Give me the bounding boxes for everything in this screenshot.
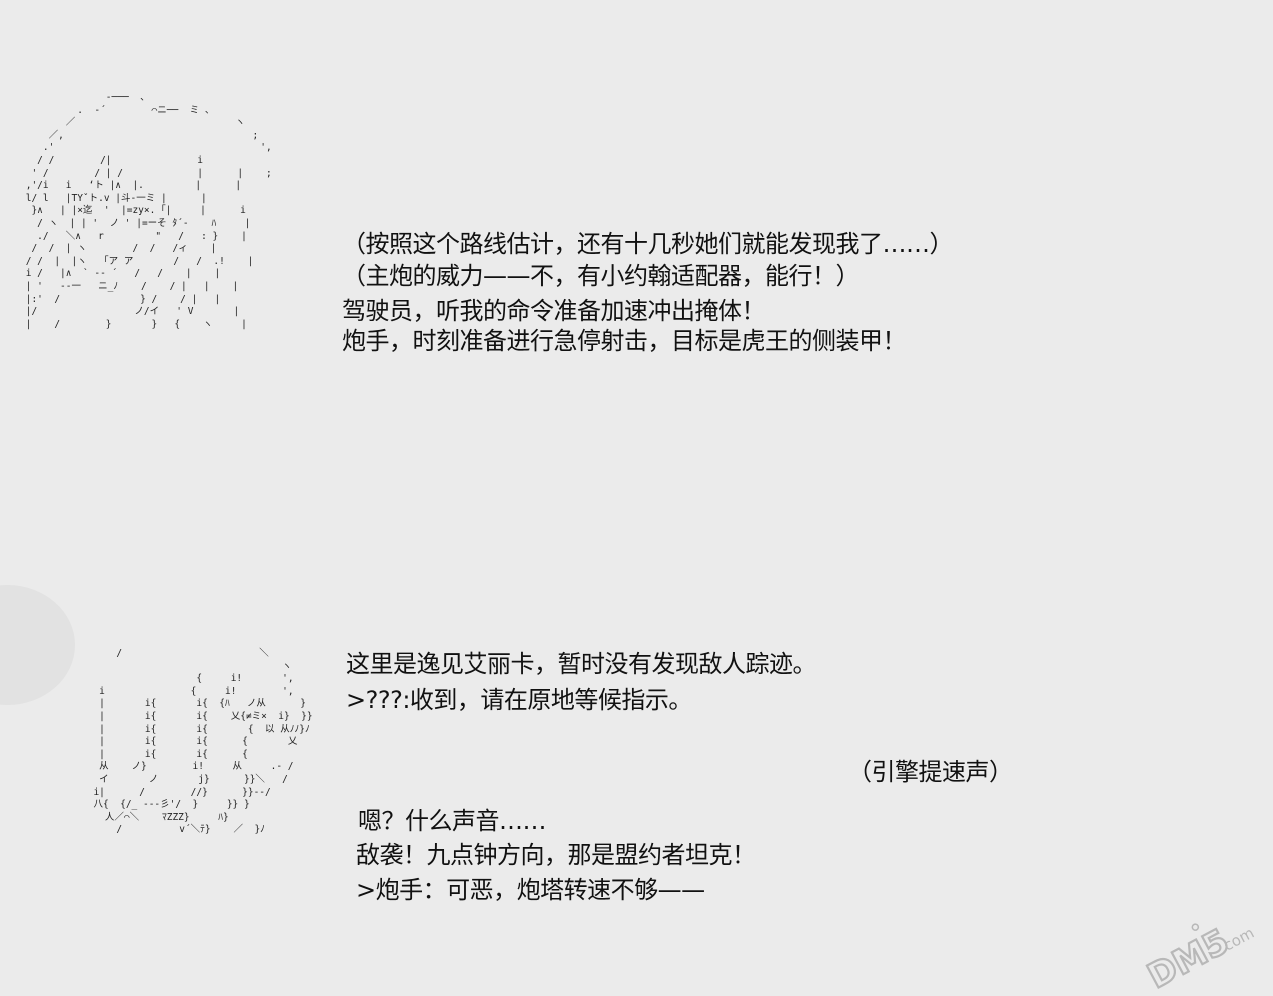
- watermark-subtext: .com: [1216, 924, 1257, 957]
- watermark-text: DM5: [1141, 921, 1235, 990]
- dialogue-line-5: 这里是逸见艾丽卡，暂时没有发现敌人踪迹。: [346, 650, 817, 678]
- background-smudge: [0, 585, 75, 705]
- dialogue-line-8: 嗯？什么声音……: [358, 807, 547, 835]
- dialogue-line-10: >炮手：可恶，炮塔转速不够——: [356, 876, 705, 904]
- dialogue-line-9: 敌袭！九点钟方向，那是盟约者坦克！: [356, 841, 756, 869]
- dialogue-line-2: （主炮的威力——不，有小约翰适配器，能行！）: [342, 262, 860, 290]
- dm5-watermark-logo: DM5 .com: [1140, 920, 1257, 990]
- watermark-dot-icon: [1191, 923, 1200, 931]
- ascii-art-character-bottom: / ＼ ヽ { i! ', i { i! ', | i{ i{ {ﾊ ノ从 } …: [93, 648, 313, 836]
- dialogue-line-6: >???:收到，请在原地等候指示。: [346, 686, 692, 714]
- sound-effect-line: （引擎提速声）: [848, 758, 1013, 786]
- dialogue-line-3: 驾驶员，听我的命令准备加速冲出掩体！: [342, 297, 766, 325]
- dialogue-line-4: 炮手，时刻准备进行急停射击，目标是虎王的侧装甲！: [342, 327, 907, 355]
- ascii-art-character-top: -─── 、 . ‐´ ⌒ニ── ミ 、 ／ ヽ ／, ; .' ', / / …: [25, 92, 272, 330]
- dialogue-line-1: （按照这个路线估计，还有十几秒她们就能发现我了……）: [342, 230, 954, 258]
